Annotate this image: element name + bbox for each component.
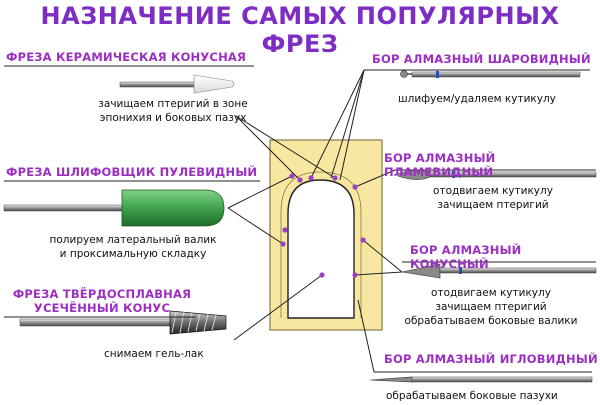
polisher-desc-line: полируем латеральный валик [49, 234, 217, 246]
ceramic-cone-desc-line: эпонихия и боковых пазух [99, 112, 247, 124]
finger-illustration [269, 139, 383, 331]
diamond-needle-desc: обрабатываем боковые пазухи [386, 390, 558, 402]
ceramic-cone-bit-icon [119, 74, 235, 94]
polisher-title: Фреза шлифовщик пулевидный [6, 165, 258, 179]
diamond-needle-bur-icon [369, 376, 593, 383]
diamond-cone-desc: отодвигаем кутикулу зачищаем птеригий об… [384, 286, 598, 328]
page-title: Назначение самых популярных фрез [40, 2, 560, 58]
carbide-title-line: Фреза твёрдосплавная [12, 287, 192, 301]
diamond-flame-title: Бор алмазный пламевидный [384, 151, 496, 179]
bullet-polisher-bit-icon [3, 189, 225, 227]
diamond-ball-bur-icon [400, 70, 581, 78]
ceramic-cone-desc-line: зачищаем птеригий в зоне [98, 98, 248, 110]
nail-shape [287, 179, 355, 319]
carbide-title-line: усечённый конус [33, 301, 171, 315]
ceramic-cone-desc: зачищаем птеригий в зоне эпонихия и боко… [78, 97, 268, 125]
carbide-desc: снимаем гель-лак [104, 348, 204, 360]
diamond-ball-desc: шлифуем/удаляем кутикулу [398, 93, 556, 105]
connector-lines [227, 69, 403, 373]
diamond-cone-title: Бор алмазный конусный [410, 243, 522, 271]
carbide-title: Фреза твёрдосплавная усечённый конус [4, 287, 200, 315]
polisher-desc-line: и проксимальную складку [59, 248, 207, 260]
diamond-flame-desc-line: отодвигаем кутикулу [433, 185, 553, 197]
diamond-cone-desc-line: обрабатываем боковые валики [404, 315, 578, 327]
diamond-cone-bur-icon [401, 263, 597, 279]
diamond-cone-desc-line: отодвигаем кутикулу [431, 287, 551, 299]
diamond-flame-desc-line: зачищаем птеригий [437, 199, 549, 211]
diamond-ball-title: Бор алмазный шаровидный [372, 52, 591, 66]
diamond-needle-title: Бор алмазный игловидный [384, 352, 598, 366]
polisher-desc: полируем латеральный валик и проксимальн… [28, 233, 238, 261]
diamond-flame-bur-icon [397, 169, 597, 180]
diamond-flame-desc: отодвигаем кутикулу зачищаем птеригий [400, 184, 586, 212]
diamond-cone-desc-line: зачищаем птеригий [435, 301, 547, 313]
caption-underlines [4, 65, 596, 373]
ceramic-cone-title: Фреза керамическая конусная [6, 50, 247, 64]
contact-dots [280, 173, 366, 278]
nail-fold [280, 171, 362, 318]
